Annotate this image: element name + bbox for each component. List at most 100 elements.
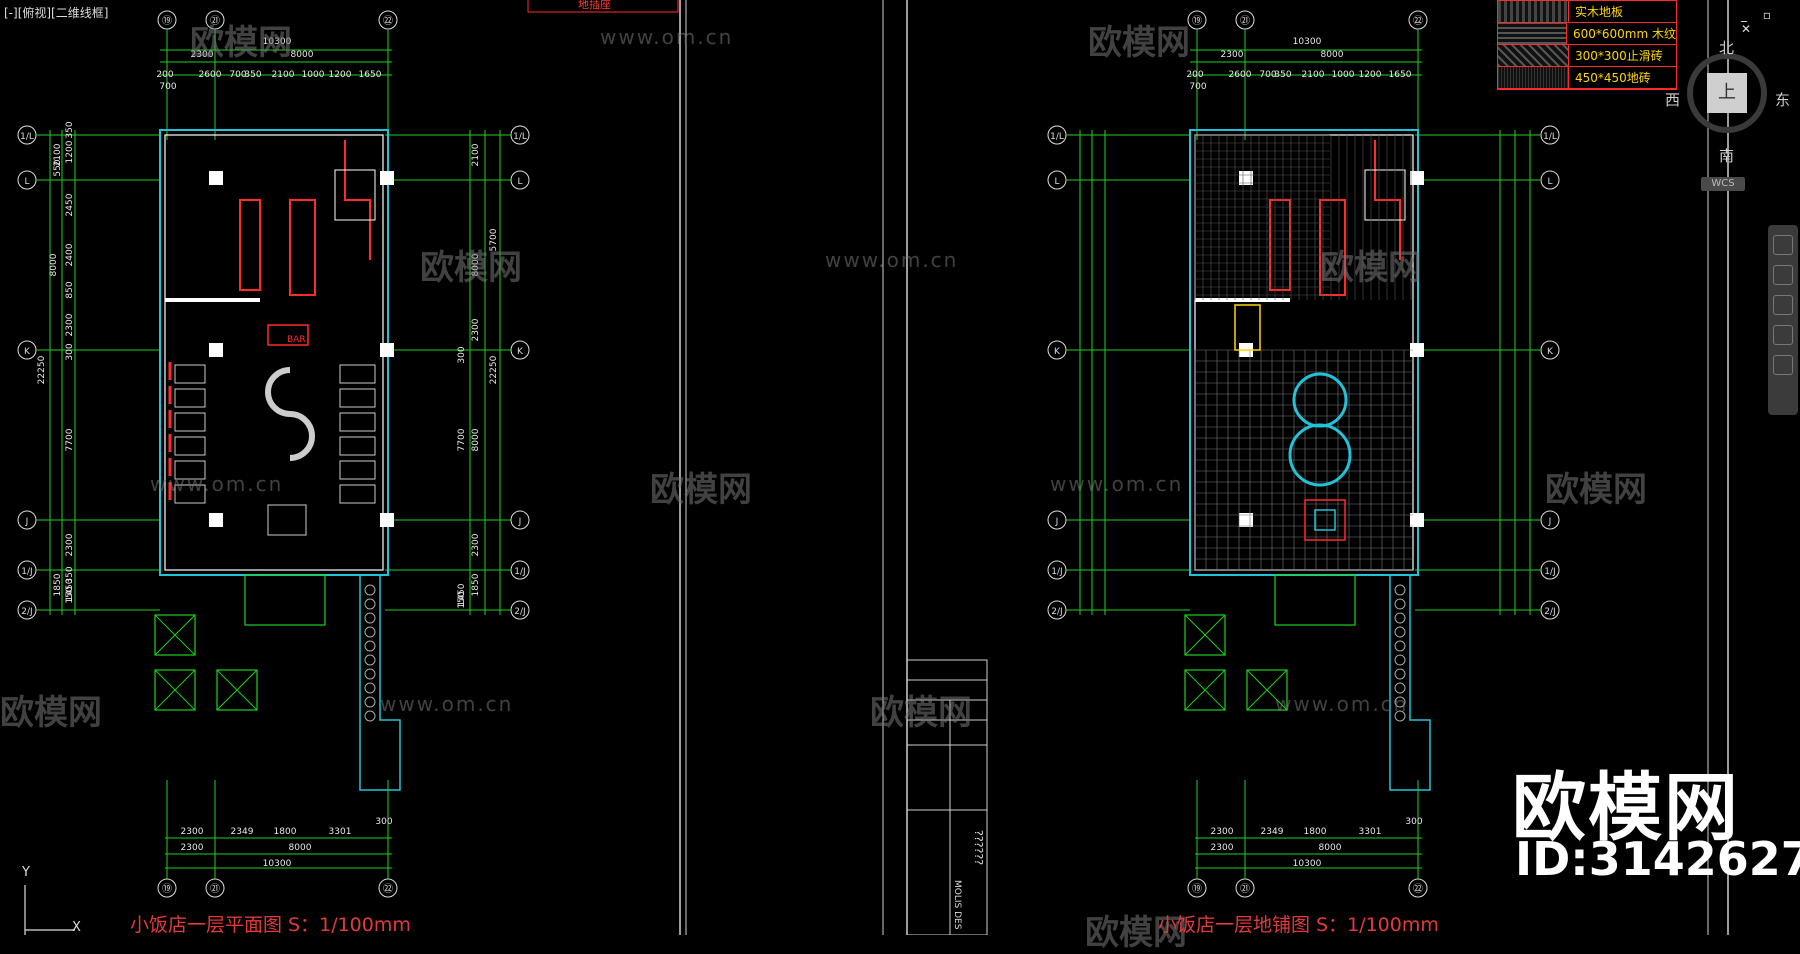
kitchen-counter — [289, 199, 316, 296]
dimension-text: 1200 — [65, 140, 75, 163]
axis-bubble-label: L — [1054, 177, 1059, 187]
viewport-label[interactable]: [-][俯视][二维线框] — [4, 6, 109, 20]
grid-bubble-label: ㉒ — [1413, 883, 1423, 895]
dimension-text: 2300 — [1211, 827, 1234, 837]
dimension-text: 2100 — [471, 143, 481, 166]
viewcube-compass-ring[interactable] — [1687, 53, 1767, 133]
dimension-text: 350 — [244, 70, 261, 80]
dimension-text: 2100 — [1302, 70, 1325, 80]
dimension-text: 700 — [1189, 82, 1206, 92]
column — [380, 513, 394, 527]
stove-floor-marker — [1304, 499, 1346, 541]
grid-bubble-label: ⑲ — [162, 883, 172, 895]
legend-label: 450*450地砖 — [1575, 71, 1651, 85]
outdoor-table-x — [154, 614, 196, 656]
dimension-text: 350 — [65, 566, 75, 583]
dimension-text: 3301 — [329, 827, 352, 837]
outdoor-table-x — [1246, 669, 1288, 711]
bar-label: BAR — [287, 335, 306, 345]
dimension-text: 1450 — [65, 578, 75, 601]
watermark-logo: 欧模网 — [0, 693, 102, 733]
entrance-porch — [1274, 574, 1356, 626]
column — [1239, 171, 1253, 185]
outdoor-table-x — [1184, 614, 1226, 656]
steering-wheel-icon[interactable] — [1773, 355, 1793, 375]
grid-bubble-label: ⑲ — [162, 15, 172, 27]
dining-table — [174, 412, 206, 432]
bar-counter — [267, 324, 309, 346]
watermark-url: www.om.cn — [600, 25, 734, 49]
column — [1410, 171, 1424, 185]
compass-south[interactable]: 南 — [1719, 147, 1735, 165]
axis-bubble-label: 1/J — [1544, 567, 1555, 577]
viewcube[interactable]: 上 北 南 西 东 WCS — [1665, 39, 1793, 191]
planter — [364, 640, 376, 652]
dimension-text: 8000 — [1321, 50, 1344, 60]
outdoor-table — [154, 614, 196, 656]
booth-table — [339, 436, 376, 456]
dimension-text: 1450 — [457, 583, 467, 606]
dimension-text: 1200 — [1359, 70, 1382, 80]
grid-bubble-label: ㉑ — [1240, 15, 1250, 27]
grid-bubble-label: ㉑ — [1240, 883, 1250, 895]
axis-bubble-label: L — [1547, 177, 1552, 187]
dimension-text: 150 — [457, 591, 467, 608]
dimension-text: 1800 — [274, 827, 297, 837]
axis-bubble-label: 2/J — [21, 607, 32, 617]
grid-bubble-label: ㉒ — [1413, 15, 1423, 27]
dimension-text: 300 — [1405, 817, 1422, 827]
zoom-icon[interactable] — [1773, 265, 1793, 285]
axis-bubble-label: 1/L — [1050, 132, 1064, 142]
watermark-logo: 欧模网 — [1545, 470, 1647, 510]
planter — [1394, 654, 1406, 666]
booth-table — [339, 388, 376, 408]
outdoor-table — [216, 669, 258, 711]
garden-path — [1389, 575, 1431, 791]
window-controls[interactable]: _ ▫ ✕ — [1741, 8, 1777, 36]
navigation-bar[interactable] — [1768, 225, 1798, 415]
wcs-menu-button[interactable]: WCS — [1701, 177, 1745, 191]
toilet-wall — [344, 140, 371, 260]
axis-bubble-label: K — [1547, 347, 1554, 357]
outdoor-table-x — [1184, 669, 1226, 711]
compass-west[interactable]: 西 — [1665, 91, 1681, 109]
dimension-text: 10300 — [263, 37, 292, 47]
outdoor-table-x — [216, 669, 258, 711]
ucs-icon — [24, 885, 75, 935]
planter — [1394, 640, 1406, 652]
dimension-text: 7700 — [457, 428, 467, 451]
axis-bubble-label: J — [518, 517, 522, 527]
watermark-logo: 欧模网 — [420, 248, 522, 288]
planter — [1394, 612, 1406, 624]
title-block-text: ?????? — [972, 830, 985, 865]
compass-east[interactable]: 东 — [1775, 91, 1791, 109]
dimension-text: 3301 — [1359, 827, 1382, 837]
dimension-text: 8000 — [289, 843, 312, 853]
dimension-text: 2300 — [181, 827, 204, 837]
dimension-text: 350 — [65, 121, 75, 138]
dimension-text: 2300 — [65, 313, 75, 336]
axis-bubble-label: J — [25, 517, 29, 527]
dimension-text: 2349 — [231, 827, 254, 837]
showmotion-icon[interactable] — [1773, 325, 1793, 345]
stove-floor-marker — [1314, 509, 1336, 531]
planter — [364, 682, 376, 694]
dimension-text: 700 — [159, 82, 176, 92]
axis-bubble-label: 1/J — [514, 567, 525, 577]
pan-icon[interactable] — [1773, 235, 1793, 255]
planter — [1394, 710, 1406, 722]
orbit-icon[interactable] — [1773, 295, 1793, 315]
compass-north[interactable]: 北 — [1719, 39, 1735, 57]
watermark-url: www.om.cn — [1050, 472, 1184, 496]
viewcube-top-face[interactable]: 上 — [1707, 73, 1747, 113]
dimension-text: 1650 — [359, 70, 382, 80]
ucs-x-label: X — [72, 920, 81, 935]
booth-table — [339, 412, 376, 432]
legend-label: 600*600mm 木纹 — [1572, 27, 1676, 41]
watermark-url: www.om.cn — [825, 248, 959, 272]
dimension-text: 2349 — [1261, 827, 1284, 837]
column — [380, 343, 394, 357]
